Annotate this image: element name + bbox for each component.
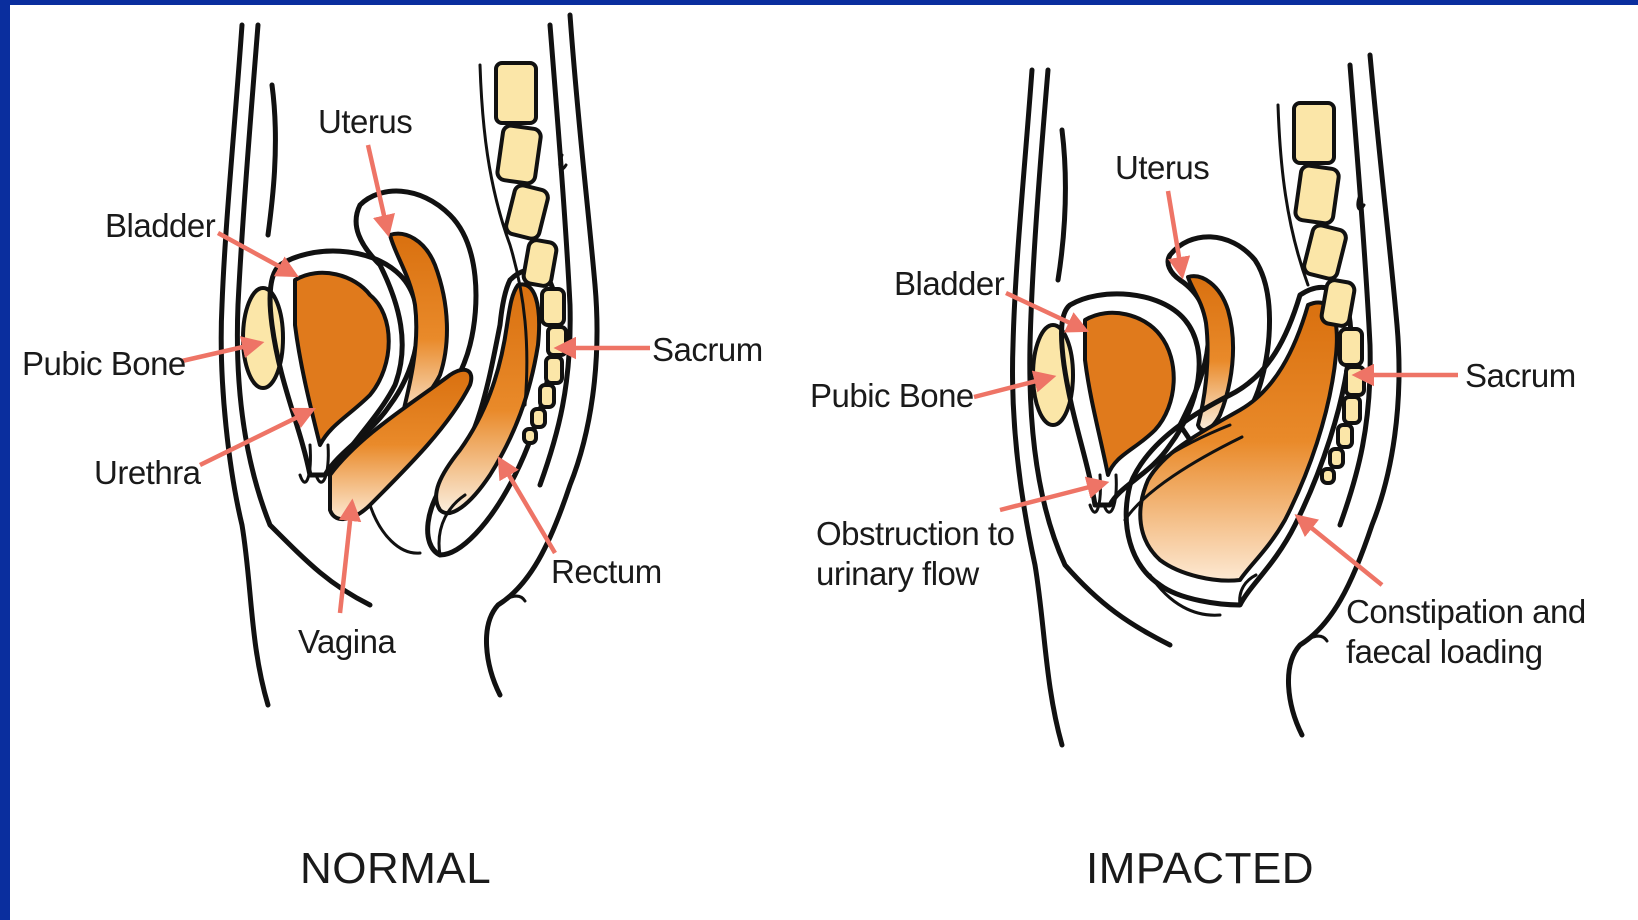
impacted-label-pubic-bone: Pubic Bone <box>810 377 974 414</box>
impacted-buttock-line <box>1300 636 1327 645</box>
normal-arrow-rectum <box>500 460 555 553</box>
impacted-label-obstruction-line2: urinary flow <box>816 555 979 592</box>
normal-label-uterus: Uterus <box>318 103 412 140</box>
impacted-abdomen-line <box>1058 130 1065 280</box>
normal-arrow-bladder <box>218 233 295 275</box>
impacted-diagram: Uterus Bladder Pubic Bone Sacrum Obstruc… <box>810 55 1586 893</box>
normal-label-vagina: Vagina <box>298 623 396 660</box>
impacted-caption: IMPACTED <box>1086 844 1314 893</box>
normal-arrow-urethra <box>200 410 312 465</box>
impacted-label-obstruction-line1: Obstruction to <box>816 515 1014 552</box>
impacted-label-constipation-line2: faecal loading <box>1346 633 1543 670</box>
normal-buttock-line <box>498 596 525 605</box>
normal-caption: NORMAL <box>300 844 491 893</box>
impacted-label-constipation-line1: Constipation and <box>1346 593 1586 630</box>
impacted-bladder-shape <box>1085 313 1174 475</box>
normal-label-pubic-bone: Pubic Bone <box>22 345 186 382</box>
normal-arrow-uterus <box>368 145 388 233</box>
impacted-label-uterus: Uterus <box>1115 149 1209 186</box>
impacted-label-bladder: Bladder <box>894 265 1005 302</box>
normal-diagram: Uterus Bladder Pubic Bone Sacrum Urethra… <box>22 15 763 893</box>
diagram-canvas: Uterus Bladder Pubic Bone Sacrum Urethra… <box>10 5 1638 920</box>
impacted-arrow-bladder <box>1006 293 1085 330</box>
normal-pubic-bone-shape <box>243 288 283 388</box>
impacted-label-sacrum: Sacrum <box>1465 357 1576 394</box>
normal-label-bladder: Bladder <box>105 207 216 244</box>
normal-label-urethra: Urethra <box>94 454 202 491</box>
normal-abdomen-line <box>268 85 275 235</box>
normal-label-sacrum: Sacrum <box>652 331 763 368</box>
normal-label-rectum: Rectum <box>551 553 662 590</box>
anatomy-diagram: Uterus Bladder Pubic Bone Sacrum Urethra… <box>10 5 1638 920</box>
